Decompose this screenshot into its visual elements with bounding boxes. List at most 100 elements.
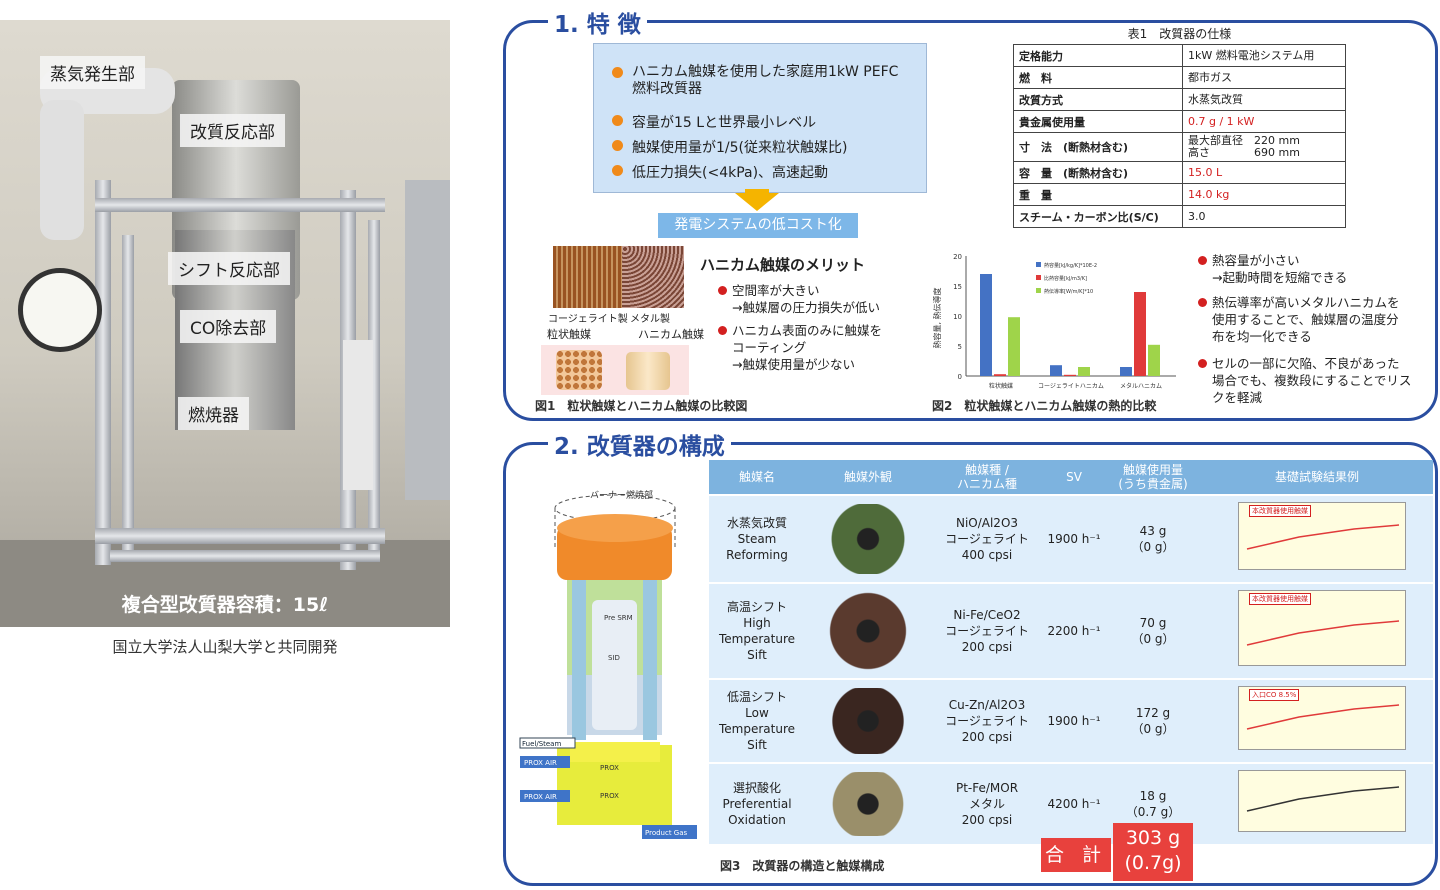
legend-label: 熱容量[kJ/kg/K]*10E-2: [1044, 262, 1097, 269]
space-velocity: 1900 h⁻¹: [1047, 532, 1101, 546]
thermal-comparison-chart: 05101520熱容量, 熱伝導度粒状触媒コージェライトハニカムメタルハニカム熱…: [932, 253, 1176, 390]
catalyst-amount: 70 g （0 g）: [1131, 616, 1175, 646]
merit-item-1: 空間率が大きい →触媒層の圧力損失が低い: [718, 282, 880, 316]
fig3-caption: 図3 改質器の構造と触媒構成: [720, 859, 885, 873]
svg-text:Pre SRM: Pre SRM: [604, 614, 633, 622]
spec-value: 15.0 L: [1182, 161, 1346, 184]
arrow-stem: [745, 189, 769, 195]
y-tick-label: 20: [953, 253, 962, 261]
svg-text:Fuel/Steam: Fuel/Steam: [522, 740, 561, 748]
col-header: 触媒使用量 (うち貴金属): [1118, 463, 1188, 491]
label-honeycomb: ハニカム触媒: [638, 328, 704, 341]
label-shift: シフト反応部: [168, 252, 290, 285]
catalyst-type: NiO/Al2O3 コージェライト 400 cpsi: [945, 516, 1029, 562]
catalyst-photo: [822, 592, 914, 670]
y-tick-label: 5: [958, 343, 962, 351]
y-tick-label: 0: [958, 373, 962, 381]
feature-item: ハニカム触媒を使用した家庭用1kW PEFC燃料改質器: [612, 64, 912, 98]
catalyst-name: 水蒸気改質 Steam Reforming: [726, 516, 788, 562]
label-cordierite: コージェライト製: [548, 314, 628, 325]
catalyst-photo: [822, 688, 914, 754]
x-tick-label: 粒状触媒: [989, 382, 1013, 390]
legend-swatch: [1036, 288, 1041, 293]
label-metal: メタル製: [630, 314, 670, 325]
catalyst-amount: 172 g （0 g）: [1131, 706, 1175, 736]
bar-1-0: [1050, 365, 1062, 376]
catalyst-photo: [822, 504, 914, 574]
spec-row: スチーム・カーボン比(S/C)3.0: [1013, 205, 1346, 228]
catalyst-type: Pt-Fe/MOR メタル 200 cpsi: [955, 781, 1019, 827]
metal-honeycomb-image: [622, 246, 684, 308]
reformer-photo: 蒸気発生部 改質反応部 シフト反応部 CO除去部 燃焼器: [0, 20, 450, 627]
down-arrow-icon: [735, 193, 779, 211]
bar-0-2: [1008, 317, 1020, 376]
spec-row: 改質方式水蒸気改質: [1013, 88, 1346, 111]
spec-value: 最大部直径 220 mm 高さ 690 mm: [1182, 132, 1346, 162]
svg-text:Product Gas: Product Gas: [645, 829, 688, 837]
merit-item-2: ハニカム表面のみに触媒を コーティング →触媒使用量が少ない: [718, 322, 882, 373]
fig2-note-1: 熱容量が小さい →起動時間を短縮できる: [1198, 252, 1347, 286]
catalyst-name: 低温シフト Low Temperature Sift: [718, 690, 795, 752]
label-burner: 燃焼器: [178, 397, 249, 430]
catalyst-type: Ni-Fe/CeO2 コージェライト 200 cpsi: [945, 608, 1029, 654]
legend-label: 熱伝導率[W/m/K]*10: [1044, 288, 1093, 295]
photo-credit: 国立大学法人山梨大学と共同開発: [112, 638, 338, 656]
chart-note: 入口CO 8.5%: [1249, 689, 1300, 701]
svg-text:PROX AIR: PROX AIR: [524, 793, 557, 801]
low-cost-label: 発電システムの低コスト化: [658, 213, 858, 238]
spec-key: 重 量: [1013, 183, 1183, 206]
svg-text:PROX: PROX: [600, 792, 619, 800]
spec-row: 容 量 (断熱材含む)15.0 L: [1013, 161, 1346, 184]
catalyst-amount: 18 g （0.7 g）: [1125, 789, 1181, 819]
x-tick-label: メタルハニカム: [1120, 382, 1162, 390]
legend-swatch: [1036, 275, 1041, 280]
svg-text:PROX: PROX: [600, 764, 619, 772]
bar-0-1: [994, 374, 1006, 376]
catalyst-table-header: 触媒名 触媒外観 触媒種 / ハニカム種 SV 触媒使用量 (うち貴金属) 基礎…: [709, 460, 1433, 494]
catalyst-name: 高温シフト High Temperature Sift: [718, 600, 795, 662]
col-header: 触媒種 / ハニカム種: [956, 463, 1017, 491]
fig2-note-3: セルの一部に欠陥、不良があった 場合でも、複数段にすることでリス クを軽減: [1198, 355, 1411, 406]
spec-value: 水蒸気改質: [1182, 88, 1346, 111]
catalyst-name: 選択酸化 Preferential Oxidation: [722, 781, 792, 827]
spec-value: 0.7 g / 1 kW: [1182, 110, 1346, 133]
col-header: SV: [1066, 470, 1082, 484]
spec-value: 3.0: [1182, 205, 1346, 228]
granular-catalyst-image: [556, 350, 602, 390]
label-reforming: 改質反応部: [180, 114, 285, 147]
cordierite-honeycomb-image: [553, 246, 623, 308]
bar-2-1: [1134, 292, 1146, 376]
bar-2-2: [1148, 344, 1160, 376]
spec-value: 1kW 燃料電池システム用: [1182, 44, 1346, 67]
feature-item: 触媒使用量が1/5(従来粒状触媒比): [612, 137, 847, 157]
legend-swatch: [1036, 262, 1041, 267]
total-label: 合 計: [1041, 838, 1111, 872]
col-header: 触媒名: [738, 470, 775, 484]
spec-key: 貴金属使用量: [1013, 110, 1183, 133]
svg-text:SID: SID: [608, 654, 620, 662]
test-result-chart: 本改質器使用触媒: [1238, 590, 1406, 666]
spec-row: 燃 料都市ガス: [1013, 66, 1346, 89]
col-header: 触媒外観: [843, 470, 892, 484]
x-tick-label: コージェライトハニカム: [1038, 383, 1104, 390]
y-tick-label: 15: [953, 283, 962, 291]
label-granular: 粒状触媒: [547, 328, 591, 341]
bar-2-0: [1120, 367, 1132, 376]
fig2-note-2: 熱伝導率が高いメタルハニカムを 使用することで、触媒層の温度分 布を均一化できる: [1198, 294, 1400, 345]
bar-1-1: [1064, 374, 1076, 376]
chart-note: 本改質器使用触媒: [1249, 505, 1311, 517]
spec-key: 改質方式: [1013, 88, 1183, 111]
section2-title: 2. 改質器の構成: [548, 427, 731, 461]
bar-0-0: [980, 274, 992, 376]
chart-note: 本改質器使用触媒: [1249, 593, 1311, 605]
honeycomb-catalyst-image: [626, 352, 670, 390]
spec-key: 燃 料: [1013, 66, 1183, 89]
y-axis-label: 熱容量, 熱伝導度: [932, 287, 942, 348]
catalyst-photo: [822, 772, 914, 836]
space-velocity: 4200 h⁻¹: [1047, 797, 1101, 811]
spec-key: 定格能力: [1013, 44, 1183, 67]
